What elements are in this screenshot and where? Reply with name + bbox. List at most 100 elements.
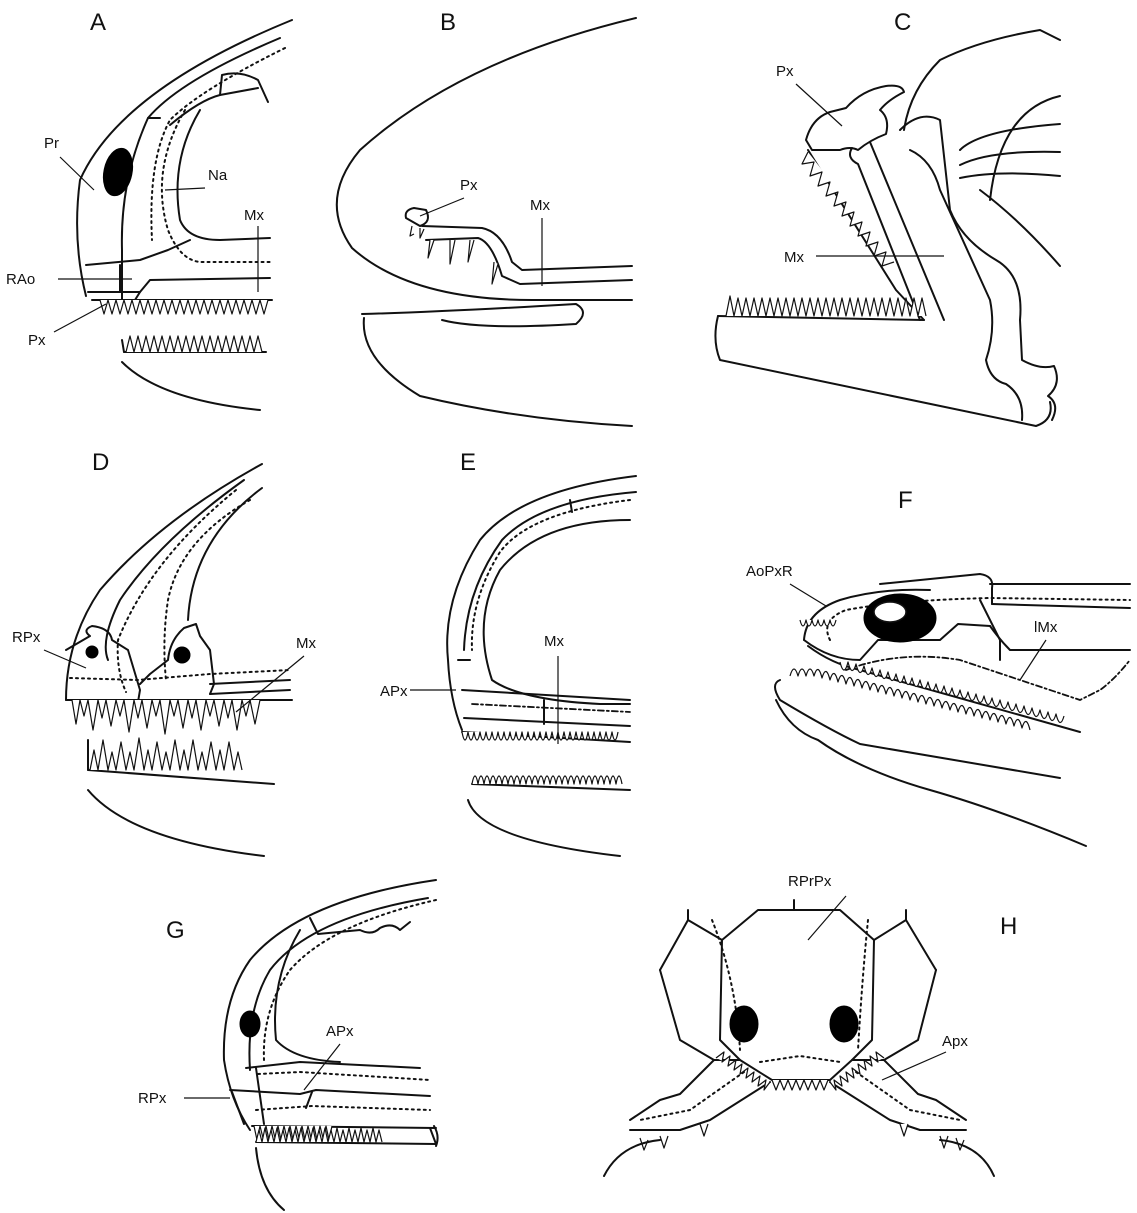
panel-c-lower-jaw xyxy=(715,316,1050,426)
panel-f-label-imx: lMx xyxy=(1034,619,1058,636)
panel-g-sutures xyxy=(232,1068,312,1124)
panel-d-lower-tooth-base xyxy=(88,770,274,784)
panel-d-label-rpx: RPx xyxy=(12,629,41,646)
panel-f: F AoPxR lMx xyxy=(746,487,1130,846)
panel-h-lower-jaw-outline xyxy=(604,1140,994,1176)
panel-d-lower-jaw xyxy=(88,790,264,856)
panel-a-lower-jaw xyxy=(122,362,260,410)
panel-d-spot-1 xyxy=(86,646,98,658)
panel-d-leader-rpx xyxy=(44,650,86,668)
panel-a-label-rao: RAo xyxy=(6,271,35,288)
panel-f-lower-tooth-base xyxy=(775,680,1060,778)
panel-e: E Mx APx xyxy=(380,449,636,856)
panel-h-letter: H xyxy=(1000,913,1017,940)
panel-b-tooth-3 xyxy=(428,240,434,258)
panel-a-lower-teeth xyxy=(126,336,262,352)
panel-a-label-mx: Mx xyxy=(244,207,264,224)
panel-b-head-outline xyxy=(337,18,636,300)
panel-h-top-outline xyxy=(660,910,936,970)
panel-a-premaxilla-rim xyxy=(122,38,280,300)
panel-f-letter: F xyxy=(898,487,913,514)
panel-h-central-teeth xyxy=(772,1080,828,1090)
panel-f-eye-light xyxy=(874,602,906,622)
panel-h-spot-right xyxy=(830,1006,858,1042)
panel-b-lower-jaw xyxy=(364,318,632,426)
panel-h-right-teeth xyxy=(830,1052,884,1090)
panel-b: B Px Mx xyxy=(337,9,636,426)
panel-c-premaxilla xyxy=(806,86,904,150)
panel-d-label-mx: Mx xyxy=(296,635,316,652)
panel-b-leader-px xyxy=(420,198,464,216)
panel-c: C Px Mx xyxy=(715,9,1060,426)
panel-a-dotted-rim xyxy=(151,48,285,240)
panel-b-tooth-5 xyxy=(468,240,474,262)
panel-b-premaxilla xyxy=(406,208,428,226)
panel-a-jaw-line xyxy=(88,278,270,292)
panel-e-orbit xyxy=(484,520,630,704)
panel-a-suture-3 xyxy=(135,292,140,300)
panel-c-gill-lines xyxy=(960,96,1060,266)
panel-h-leader-rprpx xyxy=(808,896,846,940)
panel-g-dotted-3 xyxy=(256,1106,430,1110)
panel-f-front-teeth xyxy=(800,620,836,626)
panel-h-label-apx: Apx xyxy=(942,1033,968,1050)
panel-f-label-aopxr: AoPxR xyxy=(746,563,793,580)
panel-g-label-apx: APx xyxy=(326,1023,354,1040)
panel-a: A Pr Na Mx RAo Px xyxy=(6,9,292,410)
panel-b-tooth-4 xyxy=(450,240,455,264)
panel-a-label-na: Na xyxy=(208,167,228,184)
panel-g-orbital-plate xyxy=(310,918,410,934)
panel-c-label-px: Px xyxy=(776,63,794,80)
panel-g-lower-jaw xyxy=(256,1148,284,1210)
panel-h-label-rprpx: RPrPx xyxy=(788,873,832,890)
panel-g: G APx RPx xyxy=(138,880,438,1210)
panel-h-outer-plates xyxy=(660,970,936,1060)
panel-f-premaxilla-2 xyxy=(990,626,1130,650)
panel-g-orbit xyxy=(275,930,340,1062)
panel-b-letter: B xyxy=(440,9,456,36)
panel-c-lower-teeth xyxy=(726,296,926,316)
panel-a-plate-line xyxy=(220,88,258,95)
panel-c-lower-tooth-base xyxy=(718,316,924,320)
panel-f-leader-aopxr xyxy=(790,584,826,606)
panel-c-maxilla-back xyxy=(870,142,944,320)
panel-b-label-px: Px xyxy=(460,177,478,194)
panel-c-neurocranium xyxy=(904,30,1060,130)
panel-d-dotted-3 xyxy=(70,670,290,680)
panel-d-letter: D xyxy=(92,449,109,476)
panel-a-leader-na xyxy=(165,188,205,190)
panel-c-hyomandibula xyxy=(910,150,1022,420)
panel-e-lower-teeth xyxy=(472,776,622,784)
panel-a-eye-spot xyxy=(99,146,136,199)
panel-e-label-mx: Mx xyxy=(544,633,564,650)
panel-d-rim-2 xyxy=(188,488,262,620)
panel-e-label-apx: APx xyxy=(380,683,408,700)
panel-g-suture-1 xyxy=(246,1062,420,1068)
panel-a-letter: A xyxy=(90,9,106,36)
panel-e-letter: E xyxy=(460,449,476,476)
panel-h: H RPrPx Apx xyxy=(604,873,1017,1176)
panel-e-maxilla-dash xyxy=(472,704,630,712)
panel-g-leader-apx xyxy=(304,1044,340,1090)
panel-d-lower-teeth xyxy=(90,738,242,770)
panel-g-letter: G xyxy=(166,917,185,944)
panel-b-tooth-2 xyxy=(420,228,424,238)
panel-c-leader-px xyxy=(796,84,842,126)
panel-b-lower-jaw-top xyxy=(362,304,583,326)
panel-c-label-mx: Mx xyxy=(784,249,804,266)
panel-h-spot-left xyxy=(730,1006,758,1042)
panel-a-orbital-plate xyxy=(170,73,268,125)
panel-e-dotted-rim xyxy=(472,500,630,650)
panel-d-upper-teeth xyxy=(72,700,260,734)
panel-c-letter: C xyxy=(894,9,911,36)
panel-e-lower-jaw xyxy=(468,800,620,856)
panel-f-leader-imx xyxy=(1020,640,1046,680)
panel-h-central-dotted xyxy=(760,1056,840,1062)
panel-a-label-pr: Pr xyxy=(44,135,59,152)
panel-a-lower-jaw-tip xyxy=(122,340,124,352)
panel-g-eye-spot xyxy=(240,1011,260,1037)
panel-d-inner-rim xyxy=(106,480,244,660)
panel-b-tooth-6 xyxy=(492,262,498,284)
